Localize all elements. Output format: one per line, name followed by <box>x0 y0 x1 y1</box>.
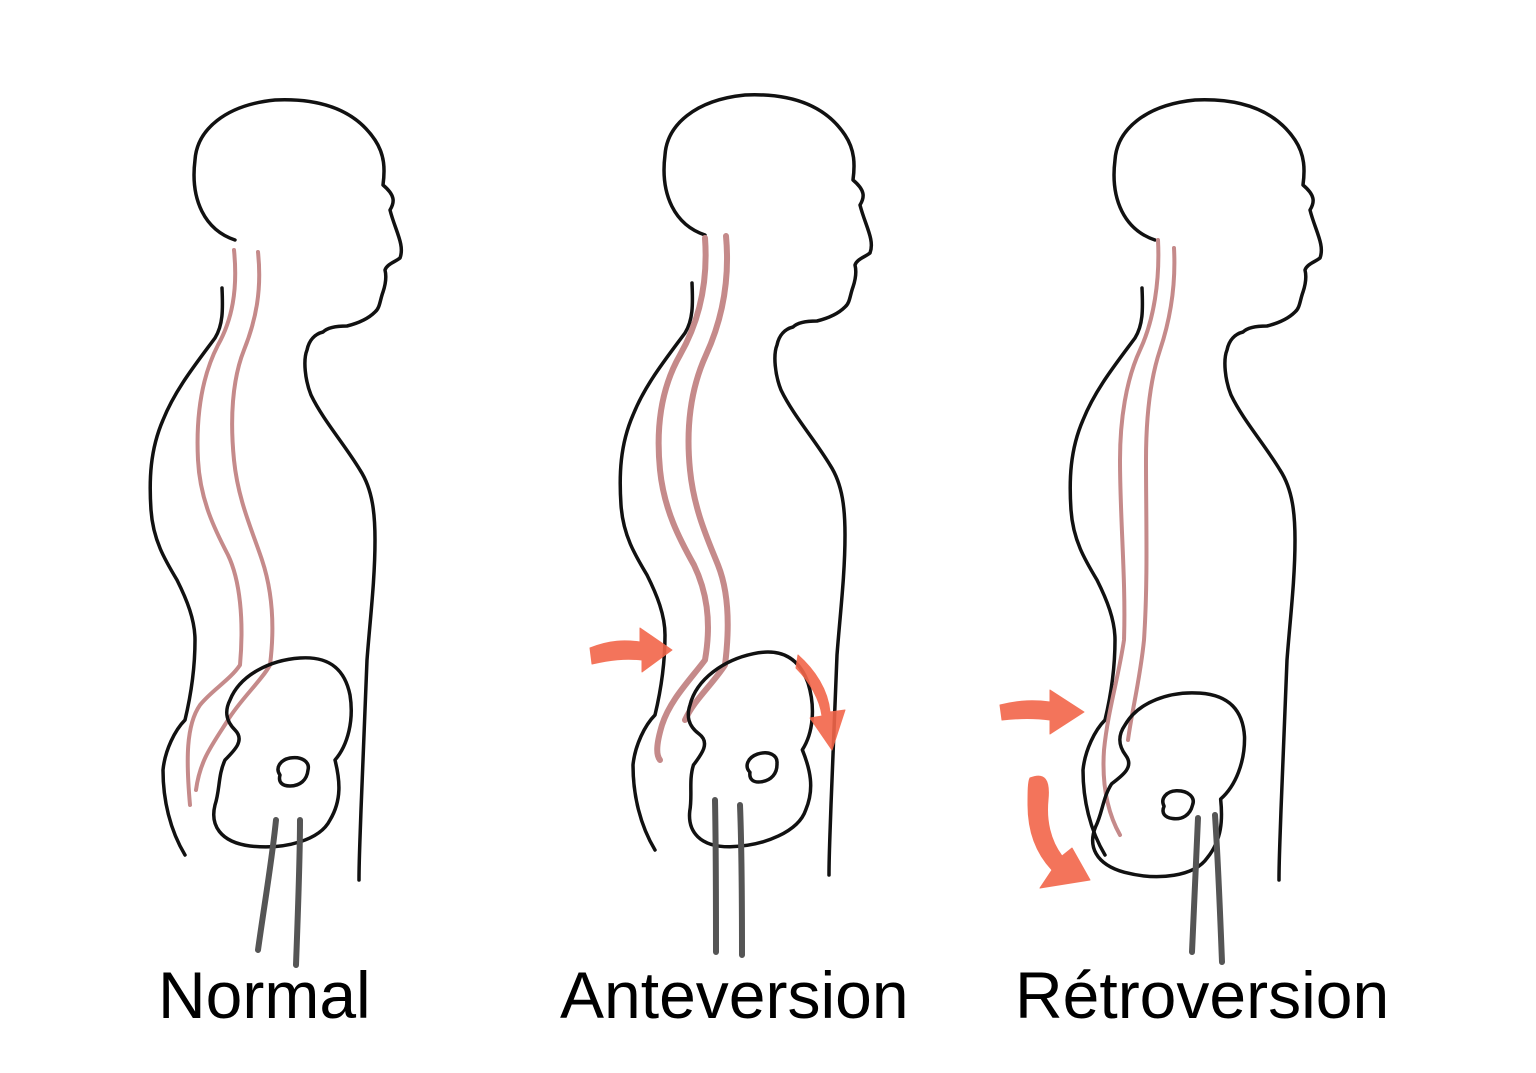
spine-retroversion <box>1101 238 1177 837</box>
femur-normal <box>255 817 303 968</box>
label-anteversion: Anteversion <box>560 958 909 1032</box>
panel-retroversion <box>999 98 1324 965</box>
panel-normal <box>148 98 404 968</box>
spine-normal <box>185 248 275 807</box>
femur-anteversion <box>712 797 745 958</box>
arrow-anteversion-front <box>795 654 846 751</box>
arrow-retroversion-down <box>1027 775 1091 889</box>
pelvis-normal <box>212 656 353 849</box>
panel-anteversion <box>589 93 874 958</box>
body-outline-retroversion <box>1068 98 1324 882</box>
arrow-anteversion-back <box>589 627 673 673</box>
femur-retroversion <box>1189 812 1225 965</box>
arrow-retroversion-back <box>999 689 1085 735</box>
label-normal: Normal <box>158 958 371 1032</box>
pelvis-retroversion <box>1086 679 1253 890</box>
label-retroversion: Rétroversion <box>1015 958 1390 1032</box>
